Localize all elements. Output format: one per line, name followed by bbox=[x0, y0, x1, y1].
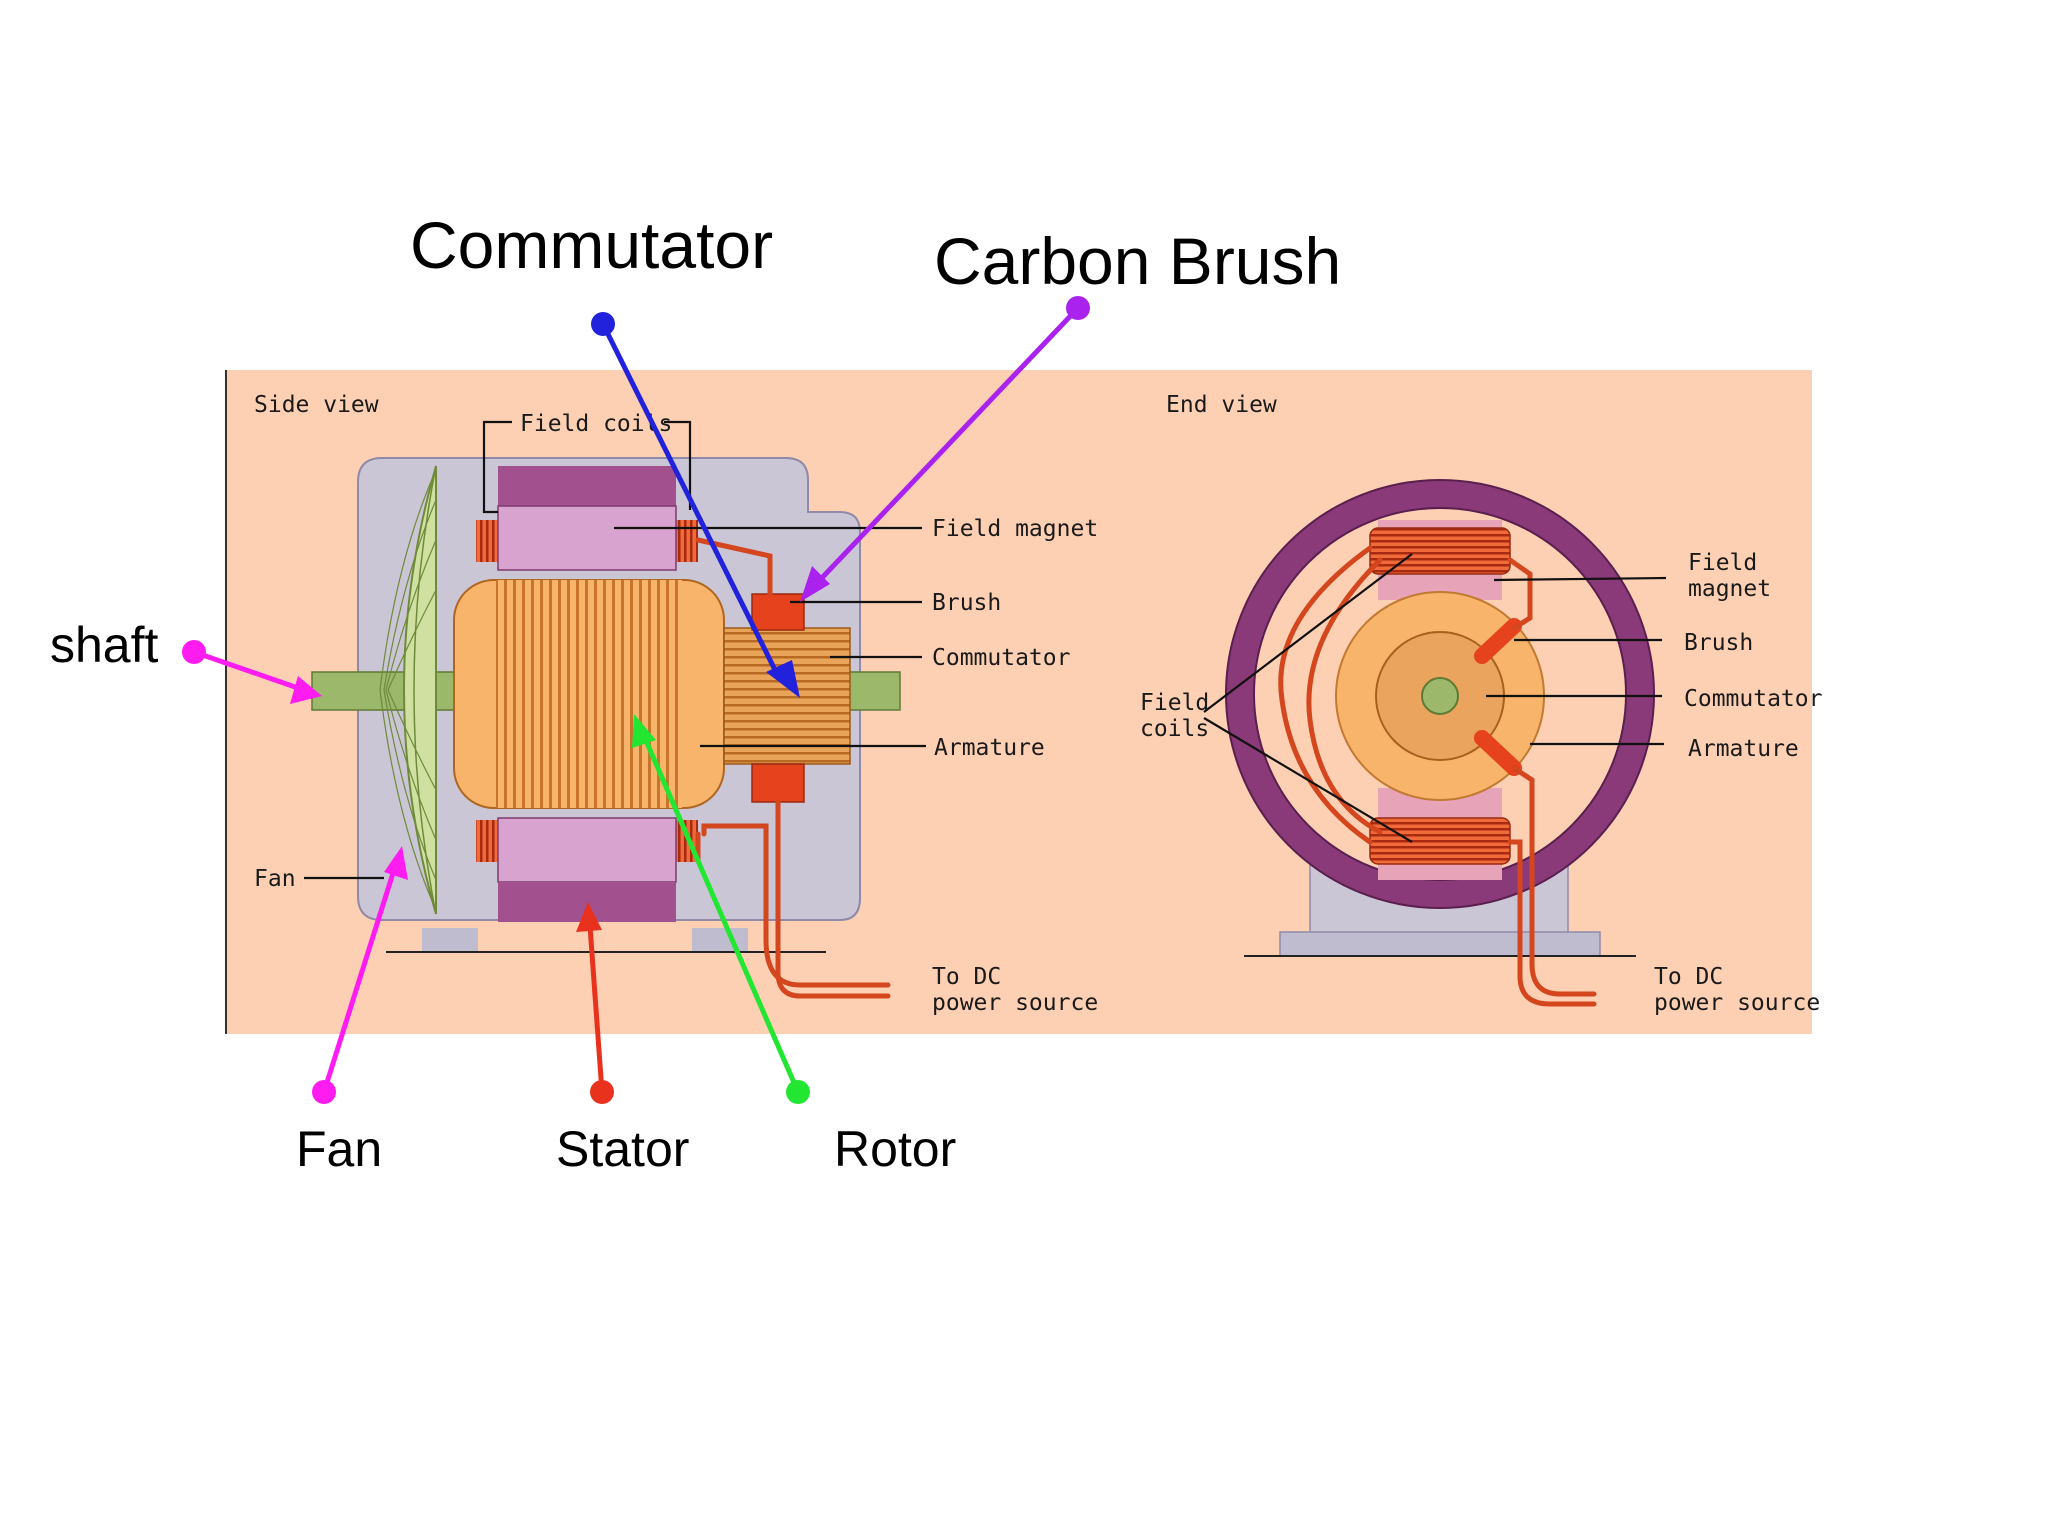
end-base-plate bbox=[1279, 931, 1601, 957]
commutator-arrow bbox=[591, 312, 800, 698]
label-commutator: Commutator bbox=[410, 208, 773, 282]
side-brush-top bbox=[751, 593, 805, 631]
end-view: End view Field magnet Brush Commutator A… bbox=[1140, 392, 1822, 1016]
end-leader-lines bbox=[1203, 553, 1667, 843]
end-label-commutator: Commutator bbox=[1684, 686, 1822, 712]
end-label-field-coils-1: Field bbox=[1140, 690, 1209, 716]
side-field-coil-bottom-left bbox=[476, 820, 498, 862]
side-view-title: Side view bbox=[254, 392, 379, 418]
end-shaft bbox=[1421, 677, 1459, 715]
fan-arrow bbox=[312, 846, 408, 1104]
big-labels: Commutator Carbon Brush shaft Fan Stator… bbox=[50, 208, 1341, 1177]
shaft-arrow bbox=[182, 640, 322, 704]
side-label-fan: Fan bbox=[254, 866, 296, 892]
side-foot-right bbox=[692, 928, 748, 952]
end-label-power-1: To DC bbox=[1654, 964, 1723, 990]
label-shaft: shaft bbox=[50, 617, 159, 673]
side-brush-bottom bbox=[751, 763, 805, 803]
end-brush-bottom bbox=[1474, 730, 1522, 776]
label-carbon-brush: Carbon Brush bbox=[934, 224, 1341, 298]
end-field-coil-top bbox=[1369, 527, 1511, 575]
side-label-armature: Armature bbox=[934, 735, 1045, 761]
side-foot-left bbox=[422, 928, 478, 952]
side-field-magnet-top bbox=[497, 466, 677, 571]
end-label-field-coils-2: coils bbox=[1140, 716, 1209, 742]
end-brush-top bbox=[1474, 618, 1522, 664]
end-label-field-magnet-1: Field bbox=[1688, 550, 1757, 576]
end-view-title: End view bbox=[1166, 392, 1277, 418]
end-label-brush: Brush bbox=[1684, 630, 1753, 656]
end-wiring bbox=[1278, 545, 1597, 1007]
side-commutator bbox=[723, 627, 851, 765]
side-field-magnet-bottom bbox=[497, 817, 677, 922]
side-label-power-2: power source bbox=[932, 990, 1098, 1016]
end-field-coil-bottom bbox=[1369, 817, 1511, 865]
side-label-power-1: To DC bbox=[932, 964, 1001, 990]
side-label-field-magnet: Field magnet bbox=[932, 516, 1098, 542]
rotor-arrow bbox=[632, 714, 810, 1104]
end-label-field-magnet-2: magnet bbox=[1688, 576, 1771, 602]
label-stator: Stator bbox=[556, 1121, 689, 1177]
side-view: Side view Field coils Field magnet Brush… bbox=[254, 392, 1098, 1016]
annotation-arrows bbox=[182, 296, 1090, 1104]
carbon-brush-arrow bbox=[800, 296, 1090, 602]
side-armature bbox=[453, 579, 725, 809]
label-fan: Fan bbox=[296, 1121, 382, 1177]
side-fan bbox=[379, 465, 437, 915]
label-rotor: Rotor bbox=[834, 1121, 956, 1177]
side-field-coil-top-right bbox=[676, 520, 698, 562]
side-field-coil-top-left bbox=[476, 520, 498, 562]
stator-arrow bbox=[576, 902, 614, 1104]
side-label-commutator: Commutator bbox=[932, 645, 1070, 671]
end-label-armature: Armature bbox=[1688, 736, 1799, 762]
end-label-power-2: power source bbox=[1654, 990, 1820, 1016]
side-label-brush: Brush bbox=[932, 590, 1001, 616]
